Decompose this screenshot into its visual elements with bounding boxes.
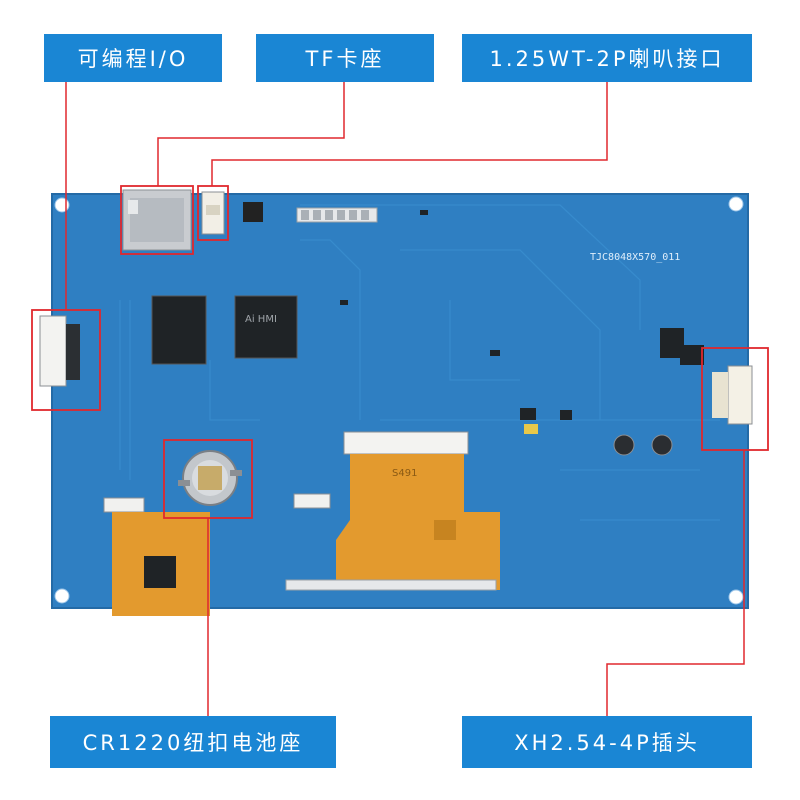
connector-left-bottom (103, 497, 145, 513)
callout-xh-connector: XH2.54-4P插头 (462, 716, 752, 768)
mount-hole-top-right (728, 196, 744, 212)
callout-battery-holder-text: CR1220纽扣电池座 (82, 731, 304, 755)
main-chip-right: Ai HMI (234, 295, 298, 359)
small-ic (243, 202, 263, 222)
board-model-text: TJC8048X570_011 (590, 252, 680, 263)
capacitor-yellow (524, 424, 538, 434)
callout-tf-card-slot-text: TF卡座 (305, 47, 385, 71)
capacitor-2 (651, 434, 673, 456)
xh-connector (712, 365, 753, 425)
mount-hole-bottom-left (54, 588, 70, 604)
main-chip-left (151, 295, 207, 365)
callout-lines (65, 82, 745, 716)
main-chip-text: Ai HMI (245, 314, 277, 325)
io-connector (39, 315, 80, 387)
bottom-strip (285, 579, 497, 591)
leader-tf (157, 82, 345, 186)
callout-tf-card-slot: TF卡座 (256, 34, 434, 82)
mount-hole-top-left (54, 197, 70, 213)
highlight-xh (701, 347, 769, 451)
highlight-tf-slot (120, 185, 194, 255)
leader-speaker (211, 82, 608, 186)
mount-hole-bottom-right (728, 589, 744, 605)
callout-programmable-io: 可编程I/O (44, 34, 222, 82)
callout-speaker-interface: 1.25WT-2P喇叭接口 (462, 34, 752, 82)
touch-flex-cable (112, 512, 210, 616)
callout-speaker-interface-text: 1.25WT-2P喇叭接口 (489, 47, 725, 71)
display-flex-cable: S491 (336, 431, 500, 590)
callout-xh-connector-text: XH2.54-4P插头 (514, 731, 700, 755)
callout-programmable-io-text: 可编程I/O (77, 47, 189, 71)
connector-middle (293, 493, 331, 509)
leader-xh (606, 450, 745, 716)
battery-holder (178, 450, 242, 506)
highlight-speaker (197, 185, 229, 241)
tf-card-slot (122, 189, 192, 251)
display-flex-text: S491 (392, 468, 417, 479)
pin-header (296, 207, 378, 223)
callout-battery-holder: CR1220纽扣电池座 (50, 716, 336, 768)
callout-highlights (31, 185, 769, 519)
capacitor-1 (613, 434, 635, 456)
speaker-connector (201, 191, 225, 235)
pcb-board (51, 193, 749, 609)
components (340, 210, 704, 420)
